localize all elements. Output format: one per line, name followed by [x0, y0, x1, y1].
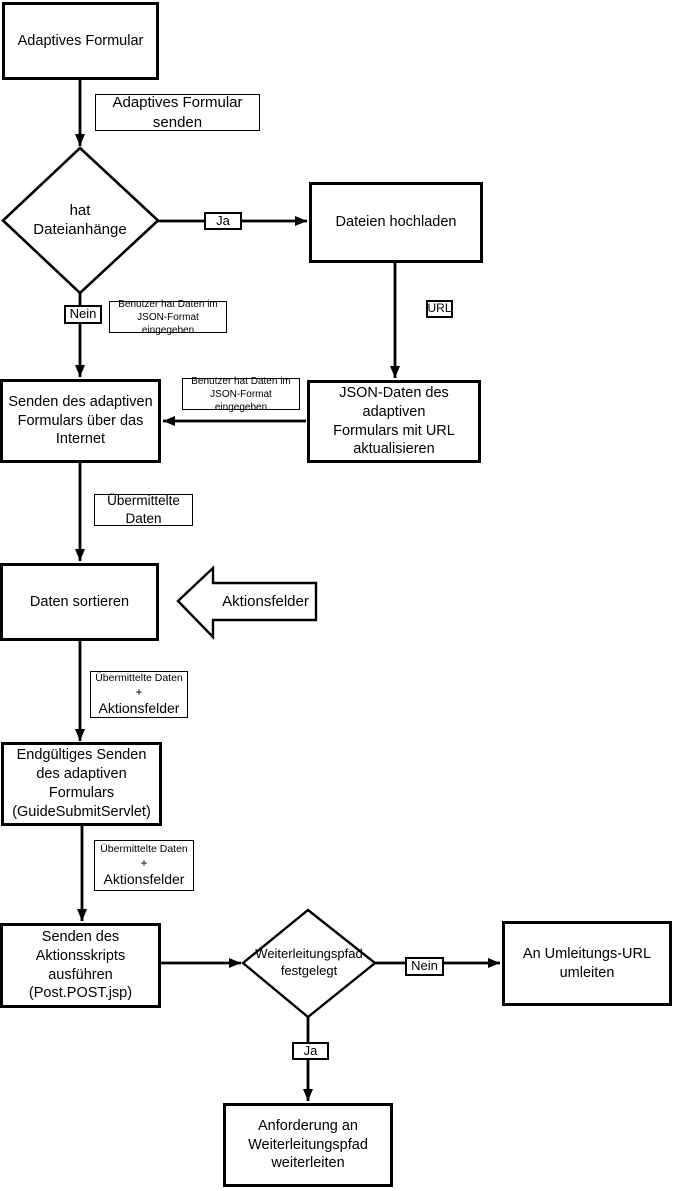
- edge-label-ja-bottom: Ja: [292, 1042, 329, 1060]
- edge-label-line: +: [135, 684, 143, 699]
- decision-redirect-path-shape: [241, 908, 377, 1019]
- edge-label-url: URL: [426, 300, 453, 318]
- edge-label-line: Übermittelte Daten: [100, 842, 188, 855]
- edge-label-line: Übermittelte Daten: [95, 672, 183, 684]
- edge-label-submitted-plus-1: Übermittelte Daten + Aktionsfelder: [90, 671, 188, 718]
- node-sort-data: Daten sortieren: [0, 563, 159, 641]
- block-arrow-action-fields: [176, 565, 318, 640]
- node-adaptive-form: Adaptives Formular: [2, 2, 159, 80]
- edge-label-line: +: [140, 855, 148, 870]
- edge-label-line: Aktionsfelder: [98, 699, 180, 716]
- decision-has-attachments-shape: [1, 146, 160, 295]
- edge-label-nein-top: Nein: [64, 305, 102, 324]
- edge-label-line: Aktionsfelder: [103, 870, 185, 887]
- node-upload-files: Dateien hochladen: [309, 182, 483, 263]
- block-arrow-action-fields-label: Aktionsfelder: [222, 593, 309, 611]
- edge-label-submitted-plus-2: Übermittelte Daten + Aktionsfelder: [94, 840, 194, 891]
- edge-label-nein-bottom: Nein: [405, 957, 444, 976]
- edge-label-ja-top: Ja: [204, 212, 242, 230]
